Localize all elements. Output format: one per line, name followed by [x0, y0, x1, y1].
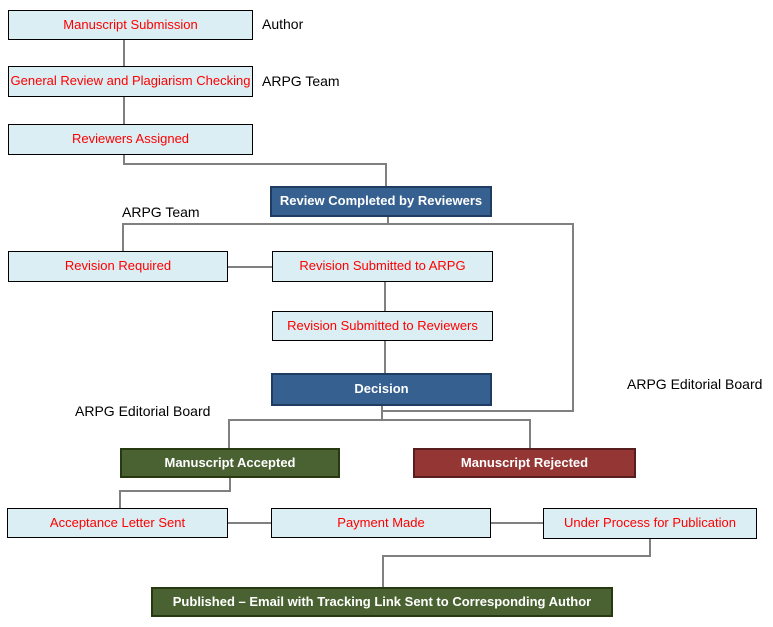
node-under-process-publication: Under Process for Publication	[543, 508, 757, 539]
node-manuscript-submission: Manuscript Submission	[8, 10, 253, 40]
connector-submission-to-general-review	[123, 40, 125, 66]
node-general-review-plagiarism: General Review and Plagiarism Checking	[8, 66, 253, 97]
connector-reviewers-assigned-drop	[123, 155, 125, 165]
connector-acceptance-to-payment	[228, 522, 271, 524]
connector-into-review-completed	[385, 163, 387, 186]
connector-payment-to-under-process	[491, 522, 543, 524]
connector-accepted-horizontal	[119, 490, 231, 492]
connector-submitted-arpg-to-reviewers	[384, 282, 386, 311]
annotation-arpg-team-mid: ARPG Team	[122, 204, 200, 220]
node-revision-required: Revision Required	[8, 251, 228, 282]
connector-to-published	[382, 555, 384, 587]
annotation-author: Author	[262, 16, 304, 32]
node-reviewers-assigned: Reviewers Assigned	[8, 124, 253, 155]
connector-submitted-reviewers-to-decision	[384, 341, 386, 373]
annotation-arpg-team-top: ARPG Team	[262, 73, 340, 89]
node-decision: Decision	[271, 373, 492, 406]
node-payment-made: Payment Made	[271, 508, 491, 538]
node-manuscript-rejected: Manuscript Rejected	[413, 448, 636, 478]
connector-under-process-drop	[649, 538, 651, 557]
connector-general-review-to-reviewers-assigned	[123, 97, 125, 124]
connector-to-acceptance-letter	[119, 490, 121, 508]
node-acceptance-letter-sent: Acceptance Letter Sent	[7, 508, 228, 538]
connector-review-completed-drop	[387, 217, 389, 225]
node-published: Published – Email with Tracking Link Sen…	[151, 587, 613, 617]
connector-to-revision-required	[122, 223, 124, 251]
connector-reviewers-assigned-horizontal	[123, 163, 387, 165]
connector-bypass-join-horizontal	[382, 410, 574, 412]
node-review-completed: Review Completed by Reviewers	[270, 186, 492, 217]
annotation-arpg-editorial-board-left: ARPG Editorial Board	[75, 403, 211, 419]
node-manuscript-accepted: Manuscript Accepted	[120, 448, 340, 478]
connector-decision-drop	[381, 406, 383, 421]
connector-right-bypass-vertical	[572, 223, 574, 412]
connector-revision-required-to-submitted	[228, 266, 272, 268]
connector-to-manuscript-rejected	[529, 419, 531, 448]
connector-to-manuscript-accepted	[228, 419, 230, 448]
annotation-arpg-editorial-board-right: ARPG Editorial Board	[627, 376, 763, 392]
node-revision-submitted-reviewers: Revision Submitted to Reviewers	[272, 311, 493, 341]
node-revision-submitted-arpg: Revision Submitted to ARPG	[272, 251, 493, 282]
connector-accepted-drop	[229, 478, 231, 492]
connector-review-completed-branch-horizontal	[122, 223, 574, 225]
connector-under-process-horizontal	[382, 555, 651, 557]
connector-decision-branch-horizontal	[228, 419, 531, 421]
